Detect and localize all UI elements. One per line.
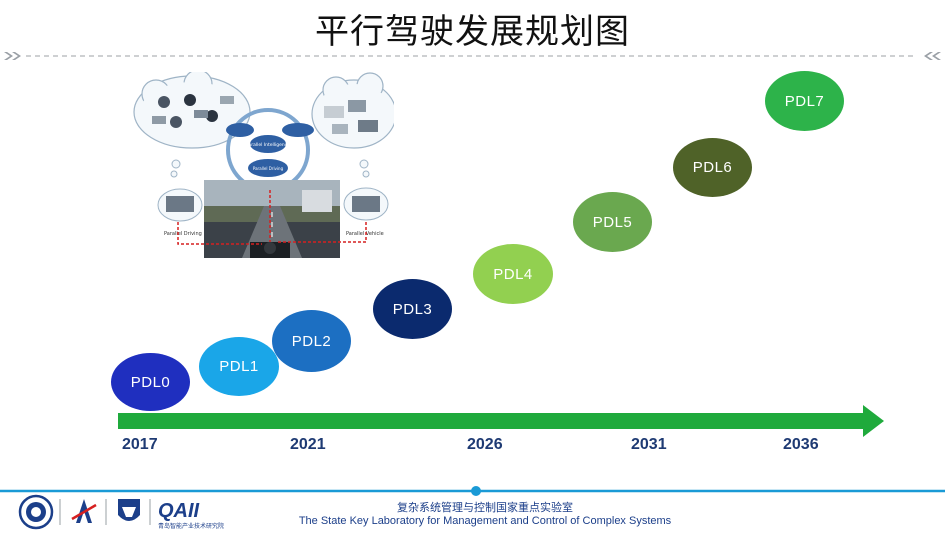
slide-title: 平行驾驶发展规划图 bbox=[315, 12, 630, 52]
year-label: 2026 bbox=[467, 436, 503, 453]
right-cloud bbox=[311, 72, 394, 149]
milestone-label: PDL0 bbox=[130, 373, 171, 391]
milestone-pdl7: PDL7 bbox=[765, 71, 844, 131]
red-connectors bbox=[177, 190, 367, 245]
milestone-pdl5: PDL5 bbox=[573, 192, 652, 252]
milestone-label: PDL6 bbox=[692, 159, 733, 176]
road-photo bbox=[204, 180, 340, 258]
footer-divider bbox=[0, 486, 945, 496]
cas-logo-icon bbox=[18, 494, 54, 530]
label-parallel-driving: Parallel Driving bbox=[164, 231, 202, 237]
milestone-pdl0: PDL0 bbox=[111, 353, 190, 411]
milestone-pdl1: PDL1 bbox=[199, 337, 279, 396]
year-label: 2036 bbox=[783, 436, 819, 453]
label-parallel-vehicle: Parallel Vehicle bbox=[346, 231, 384, 237]
milestone-pdl2: PDL2 bbox=[272, 310, 351, 372]
milestone-label: PDL4 bbox=[493, 265, 533, 283]
lab-name-cn: 复杂系统管理与控制国家重点实验室 bbox=[397, 501, 573, 514]
milestone-pdl4: PDL4 bbox=[473, 244, 553, 304]
milestone-label: PDL5 bbox=[592, 213, 633, 231]
year-label: 2017 bbox=[122, 436, 158, 453]
lab-name-en: The State Key Laboratory for Management … bbox=[298, 515, 672, 527]
automation-institute-logo-icon bbox=[71, 499, 97, 523]
center-subtitle: Parallel Driving bbox=[253, 166, 284, 171]
milestone-label: PDL3 bbox=[392, 300, 433, 318]
year-label: 2021 bbox=[290, 436, 326, 453]
milestone-label: PDL2 bbox=[291, 332, 332, 350]
milestone-label: PDL1 bbox=[219, 358, 259, 375]
year-label: 2031 bbox=[631, 436, 667, 453]
center-title: Parallel Intelligence bbox=[246, 142, 290, 148]
milestone-pdl6: PDL6 bbox=[673, 138, 752, 197]
timeline-arrow bbox=[118, 405, 884, 437]
left-small-cloud bbox=[157, 188, 203, 222]
title-divider bbox=[4, 52, 941, 60]
logo-row: QAII 青岛智能产业技术研究院 bbox=[18, 494, 224, 530]
logo-subtext: 青岛智能产业技术研究院 bbox=[158, 522, 224, 530]
left-cloud bbox=[133, 72, 251, 149]
right-small-cloud bbox=[343, 187, 389, 221]
milestone-label: PDL7 bbox=[784, 92, 825, 110]
shield-logo-icon bbox=[118, 499, 140, 521]
logo-text: QAII bbox=[158, 500, 200, 522]
qaii-logo-icon: QAII 青岛智能产业技术研究院 bbox=[158, 500, 224, 530]
milestone-pdl3: PDL3 bbox=[373, 279, 452, 339]
parallel-driving-illustration: Parallel Driving Parallel Vehicle Parall… bbox=[133, 72, 394, 258]
parallel-intelligence-ring: Parallel Intelligence Parallel Driving bbox=[226, 108, 314, 192]
